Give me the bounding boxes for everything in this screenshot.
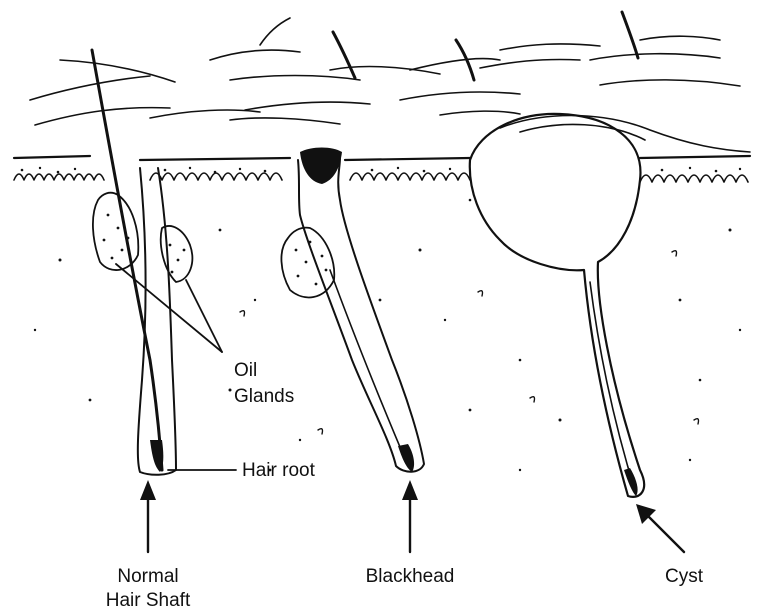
cyst-label: Cyst [665,566,704,587]
epidermis-papillae [14,173,748,182]
blackhead-follicle [281,148,424,473]
cyst-arrow [636,504,684,552]
normal-label-line2: Hair Shaft [106,590,191,611]
normal-arrow [140,480,156,552]
cyst-follicle [470,114,750,497]
normal-label-line1: Normal [117,566,178,587]
dermis-dots [34,199,741,472]
oil-glands-label-line2: Glands [234,386,294,407]
epidermis-stipple [21,167,742,174]
blackhead-arrow [402,480,418,552]
blackhead-label: Blackhead [366,566,455,587]
hair-root-label: Hair root [242,460,316,481]
surface-hairs [30,18,740,125]
dermis-curls [240,251,699,434]
oil-glands-label-line1: Oil [234,360,257,381]
